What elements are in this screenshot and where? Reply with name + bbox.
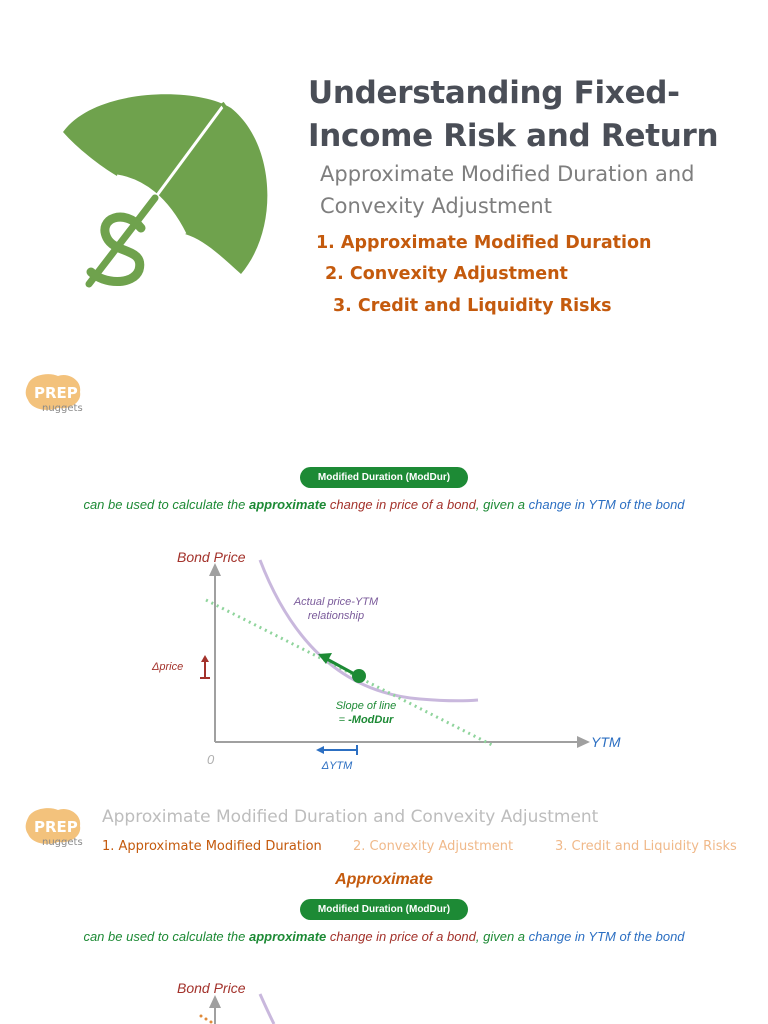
delta-price-arrowhead: [201, 655, 209, 662]
toc-item-1[interactable]: 1. Approximate Modified Duration: [316, 233, 652, 253]
moddur-sentence-2: can be used to calculate the approximate…: [83, 929, 685, 944]
origin-label: 0: [207, 752, 215, 767]
svg-text:PREP: PREP: [34, 384, 78, 402]
page-title: Understanding Fixed- Income Risk and Ret…: [308, 72, 748, 158]
prep-nuggets-logo-2: PREP nuggets: [24, 806, 86, 848]
approximate-heading: Approximate: [335, 871, 433, 888]
svg-text:nuggets: nuggets: [42, 403, 83, 414]
umbrella-dollar-icon: [63, 94, 268, 288]
page-subtitle: Approximate Modified Duration and Convex…: [320, 158, 760, 222]
slope-arrow: [324, 656, 359, 678]
y-axis-label-2: Bond Price: [177, 980, 246, 996]
nav-item-credit-liquidity[interactable]: 3. Credit and Liquidity Risks: [555, 839, 737, 854]
svg-text:nuggets: nuggets: [42, 837, 83, 848]
prep-nuggets-logo: PREP nuggets: [24, 372, 86, 414]
x-axis-label: YTM: [591, 734, 621, 750]
price-ytm-chart: Bond Price YTM 0 Actual price-YTM relati…: [151, 549, 621, 772]
toc-item-3[interactable]: 3. Credit and Liquidity Risks: [333, 296, 612, 316]
nav-item-modified-duration[interactable]: 1. Approximate Modified Duration: [102, 839, 322, 854]
moddur-sentence: can be used to calculate the approximate…: [83, 497, 685, 512]
slope-label-line2: = -ModDur: [339, 714, 394, 726]
price-yield-curve: [258, 559, 479, 703]
y-axis-label: Bond Price: [177, 549, 246, 565]
delta-price-label: Δprice: [151, 661, 183, 673]
curve-label-line2: relationship: [308, 610, 364, 622]
y-axis-arrow: [209, 563, 221, 576]
tangent-point: [352, 669, 366, 683]
section-title: Approximate Modified Duration and Convex…: [102, 807, 599, 827]
x-axis-arrow: [577, 736, 590, 748]
page-title-line2: Income Risk and Return: [308, 118, 719, 154]
toc-item-2[interactable]: 2. Convexity Adjustment: [325, 264, 568, 284]
slope-arrowhead: [318, 653, 332, 664]
price-ytm-chart-2: Bond Price: [177, 980, 276, 1024]
delta-ytm-label: ΔYTM: [321, 760, 353, 772]
delta-ytm-arrowhead: [316, 746, 324, 754]
page-subtitle-line1: Approximate Modified Duration and: [320, 162, 695, 186]
slope-label-line1: Slope of line: [336, 700, 397, 712]
moddur-pill-2: Modified Duration (ModDur): [300, 899, 468, 920]
nav-item-convexity[interactable]: 2. Convexity Adjustment: [353, 839, 514, 854]
moddur-pill: Modified Duration (ModDur): [300, 467, 468, 488]
page-title-line1: Understanding Fixed-: [308, 75, 680, 111]
svg-text:PREP: PREP: [34, 818, 78, 836]
curve-label-line1: Actual price-YTM: [293, 596, 379, 608]
page-subtitle-line2: Convexity Adjustment: [320, 194, 552, 218]
